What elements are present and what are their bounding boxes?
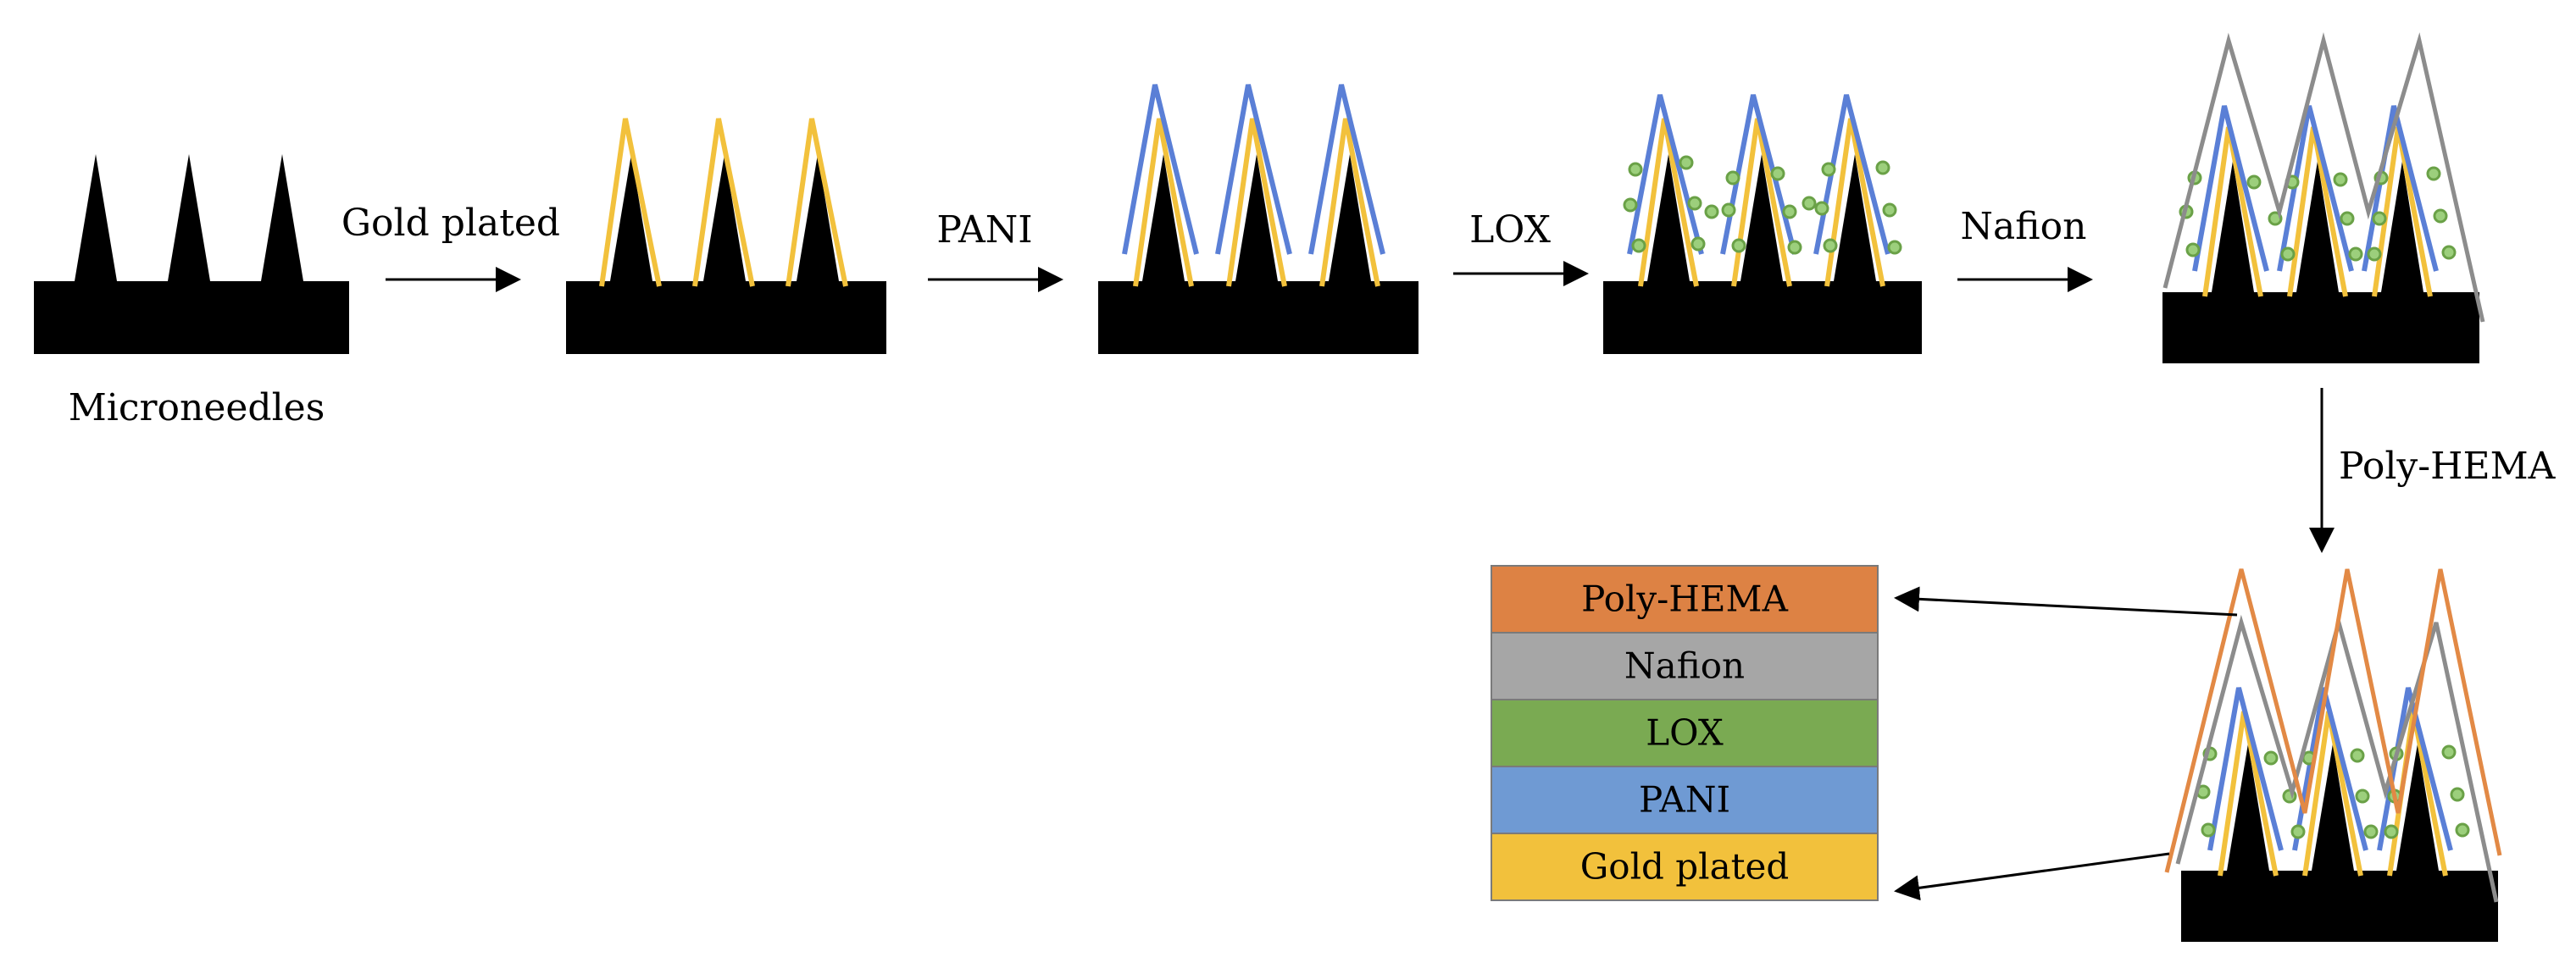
lox-enzyme-dots: [2179, 166, 2457, 262]
legend-swatch-2: [1491, 699, 1879, 767]
legend-label-4: Gold plated: [1580, 846, 1789, 888]
needle: [1142, 154, 1185, 281]
needle-base: [1603, 281, 1922, 354]
needle-base: [1098, 281, 1418, 354]
needle: [2212, 161, 2254, 292]
legend-label-2: LOX: [1646, 712, 1724, 754]
needle: [610, 154, 652, 281]
poly-hema-layer: [2164, 568, 2502, 873]
pani-layer: [1122, 84, 1199, 255]
needle: [2312, 744, 2354, 871]
needle: [75, 154, 117, 281]
lox-label: LOX: [1469, 208, 1552, 252]
gold-layer: [692, 118, 755, 287]
stage-lox: [1603, 94, 1922, 354]
needle: [703, 154, 746, 281]
nafion-layer: [2162, 32, 2485, 323]
needle: [1235, 154, 1278, 281]
nafion-label: Nafion: [1961, 205, 2087, 248]
legend-swatch-3: [1491, 766, 1879, 834]
needle: [168, 154, 210, 281]
gold-layer: [786, 118, 848, 287]
stage-nafion: [2162, 32, 2485, 363]
gold-plated-label: Gold plated: [341, 202, 560, 245]
lox-enzyme-dots: [1623, 155, 1902, 255]
pani-label: PANI: [936, 208, 1032, 252]
legend-swatch-1: [1491, 632, 1879, 700]
needle: [1329, 154, 1371, 281]
legend-swatch-0: [1491, 565, 1879, 634]
stage-gold-plated: [566, 118, 886, 354]
needle-base: [34, 281, 349, 354]
needle: [1740, 154, 1783, 281]
pani-layer: [2292, 687, 2368, 851]
pointer-arrow-gold: [1894, 852, 2170, 901]
gold-layer: [599, 118, 662, 287]
pani-layer: [1720, 94, 1797, 255]
pani-layer: [1308, 84, 1385, 255]
legend-swatch-4: [1491, 833, 1879, 901]
pani-layer: [2207, 687, 2284, 851]
needle: [2296, 161, 2339, 292]
pani-layer: [2192, 105, 2269, 272]
needle: [1647, 154, 1690, 281]
pani-layer: [1627, 94, 1704, 255]
poly-hema-label: Poly-HEMA: [2339, 445, 2557, 488]
pani-layer: [1813, 94, 1890, 255]
pani-layer: [2277, 105, 2354, 272]
needle: [261, 154, 303, 281]
legend-label-3: PANI: [1639, 779, 1730, 821]
needle: [2396, 744, 2439, 871]
needle: [797, 154, 839, 281]
needle-base: [566, 281, 886, 354]
gold-layer: [1133, 118, 1194, 287]
gold-layer: [1226, 118, 1287, 287]
needle: [2227, 744, 2269, 871]
legend-label-0: Poly-HEMA: [1581, 578, 1788, 620]
needle-base: [2162, 292, 2479, 363]
legend-label-1: Nafion: [1624, 645, 1745, 687]
stage-microneedles: [34, 154, 349, 354]
microneedles-label: Microneedles: [69, 386, 325, 429]
pointer-arrow-poly-hema: [1894, 586, 2238, 617]
stage-poly-hema: [2164, 568, 2502, 942]
pani-layer: [1215, 84, 1292, 255]
needle: [2381, 161, 2423, 292]
gold-layer: [1319, 118, 1380, 287]
stage-pani: [1098, 84, 1418, 354]
needle: [1834, 154, 1876, 281]
needle-base: [2181, 871, 2498, 942]
